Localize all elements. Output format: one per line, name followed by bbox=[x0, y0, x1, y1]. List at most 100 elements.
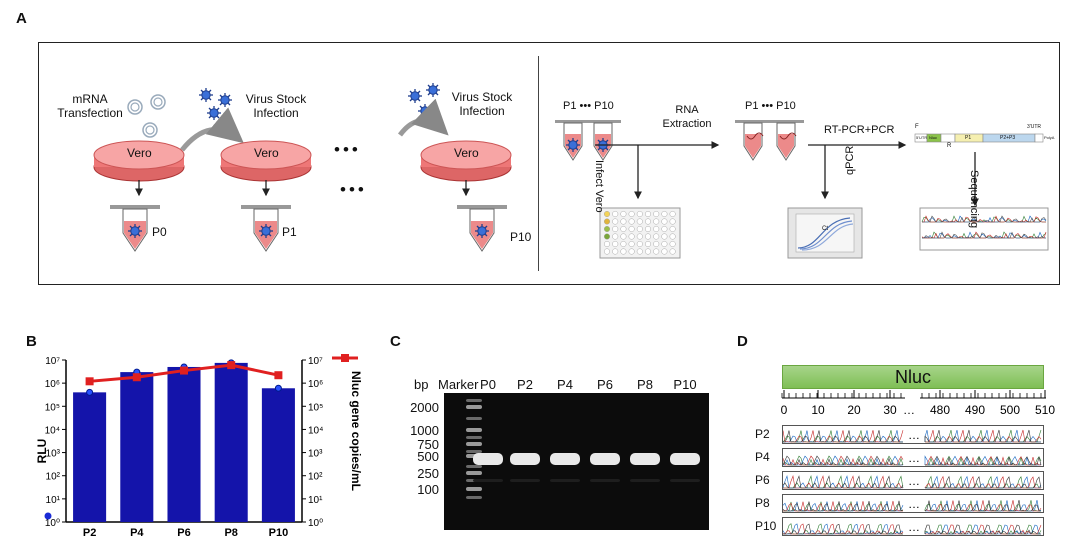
plate-well bbox=[620, 225, 627, 233]
plate-well bbox=[636, 233, 643, 240]
infect-vero-label: Infect Vero bbox=[593, 160, 605, 213]
trace-line bbox=[921, 231, 1047, 239]
gel-lane-label-P8: P8 bbox=[637, 377, 653, 392]
y-tick-label: 10¹ bbox=[46, 495, 61, 506]
rlu-point-P2 bbox=[86, 388, 94, 396]
rlu-bar-P2 bbox=[73, 392, 107, 522]
nluc-copies-point-P8 bbox=[227, 361, 236, 370]
trace-line bbox=[783, 429, 1041, 443]
plate-well bbox=[669, 248, 676, 255]
trace-line bbox=[921, 215, 1046, 223]
chromatogram-P6: … bbox=[782, 471, 1044, 490]
p1-p10-label-a: P1 ••• P10 bbox=[563, 100, 614, 112]
virus-stock-infection-label-2: Virus Stock Infection bbox=[451, 90, 513, 118]
plate-well bbox=[636, 210, 643, 218]
sample-band-P8 bbox=[630, 453, 660, 465]
sample-band-P4 bbox=[550, 453, 580, 465]
plate-well bbox=[636, 218, 643, 225]
x-tick-label: P10 bbox=[269, 527, 289, 539]
gel-lane-label-P0: P0 bbox=[480, 377, 496, 392]
bp-label: bp bbox=[414, 377, 429, 392]
seq-axis-label: 500 bbox=[1000, 403, 1020, 417]
plate-well bbox=[661, 210, 668, 218]
marker-size-label: 2000 bbox=[410, 400, 439, 415]
plate-well bbox=[612, 210, 619, 218]
plate-well bbox=[661, 225, 668, 233]
map-label-polya: PolyA bbox=[1044, 135, 1055, 140]
gel-image bbox=[444, 393, 709, 530]
gel-lane-label-P10: P10 bbox=[673, 377, 697, 392]
plate-well bbox=[628, 218, 635, 225]
faint-band bbox=[590, 479, 620, 482]
y2-tick-label: 10⁷ bbox=[308, 356, 323, 367]
mrna-transfection-label: mRNA Transfection bbox=[57, 92, 123, 120]
sample-band-P10 bbox=[670, 453, 700, 465]
rlu-bar-P10 bbox=[261, 388, 295, 522]
plate-well bbox=[603, 248, 611, 255]
faint-band bbox=[550, 479, 580, 482]
y2-tick-label: 10⁶ bbox=[308, 379, 323, 390]
marker-band bbox=[466, 487, 482, 491]
rtpcr-label: RT-PCR+PCR bbox=[824, 124, 895, 136]
y-tick-label: 10⁴ bbox=[45, 425, 60, 436]
rna-extraction-label: RNA Extraction bbox=[662, 104, 712, 130]
qpcr-label: qPCR bbox=[844, 145, 856, 175]
plate-well bbox=[644, 225, 652, 233]
plate-well bbox=[653, 218, 660, 225]
marker-band bbox=[466, 442, 482, 446]
trace-line bbox=[782, 500, 1041, 512]
trace-ellipsis: … bbox=[908, 497, 920, 511]
panel-b-letter: B bbox=[26, 333, 37, 350]
seq-axis-label: 20 bbox=[847, 403, 861, 417]
trace-line bbox=[782, 455, 1041, 466]
y2-tick-label: 10³ bbox=[308, 449, 323, 460]
marker-label: Marker bbox=[438, 377, 479, 392]
nluc-copies-point-P2 bbox=[85, 377, 94, 386]
plate-well bbox=[620, 240, 627, 248]
seq-row-label-P4: P4 bbox=[755, 450, 770, 464]
rlu-bar-P8 bbox=[214, 362, 248, 522]
nluc-gene-label: Nluc bbox=[894, 367, 931, 387]
trace-line bbox=[922, 215, 1047, 223]
virus-stock-infection-label-1: Virus Stock Infection bbox=[245, 92, 307, 120]
plate-well bbox=[603, 218, 611, 225]
plate-well bbox=[628, 233, 635, 240]
rlu-bar-P6 bbox=[167, 366, 201, 522]
plate-well bbox=[620, 233, 627, 240]
x-tick-label: P4 bbox=[130, 527, 144, 539]
y-tick-label: 10⁷ bbox=[45, 356, 60, 367]
gel-lane-label-P4: P4 bbox=[557, 377, 573, 392]
y2-tick-label: 10⁴ bbox=[308, 425, 323, 436]
p10-label: P10 bbox=[510, 230, 532, 244]
y2-tick-label: 10⁵ bbox=[308, 402, 323, 413]
p1-p10-label-b: P1 ••• P10 bbox=[745, 100, 796, 112]
plate-well bbox=[612, 218, 619, 225]
gel-lane-label-P6: P6 bbox=[597, 377, 613, 392]
plate-well bbox=[620, 210, 627, 218]
map-label-f: F bbox=[915, 124, 919, 130]
marker-band bbox=[466, 417, 482, 420]
seq-axis-label: 510 bbox=[1035, 403, 1055, 417]
chromatogram-P4: … bbox=[782, 448, 1044, 467]
marker-size-label: 250 bbox=[417, 466, 439, 481]
vero-label-1: Vero bbox=[127, 146, 152, 160]
y-tick-label: 10⁰ bbox=[45, 518, 60, 529]
marker-band bbox=[466, 428, 482, 432]
y-axis-title: RLU bbox=[35, 439, 49, 464]
y-tick-label: 10³ bbox=[46, 449, 61, 460]
marker-band bbox=[466, 496, 482, 499]
marker-size-label: 750 bbox=[417, 437, 439, 452]
well-plate bbox=[599, 207, 681, 259]
seq-row-label-P8: P8 bbox=[755, 496, 770, 510]
plate-well bbox=[628, 240, 635, 248]
chromatogram-P2: … bbox=[782, 425, 1044, 444]
seq-row-label-P2: P2 bbox=[755, 427, 770, 441]
marker-band bbox=[466, 436, 482, 439]
marker-size-label: 100 bbox=[417, 482, 439, 497]
plate-well bbox=[603, 225, 611, 233]
gel-lane-label-P2: P2 bbox=[517, 377, 533, 392]
trace-line bbox=[783, 523, 1041, 535]
rlu-legend-marker bbox=[44, 512, 52, 520]
seq-row-label-P10: P10 bbox=[755, 519, 777, 533]
sequencing-box bbox=[919, 207, 1049, 251]
